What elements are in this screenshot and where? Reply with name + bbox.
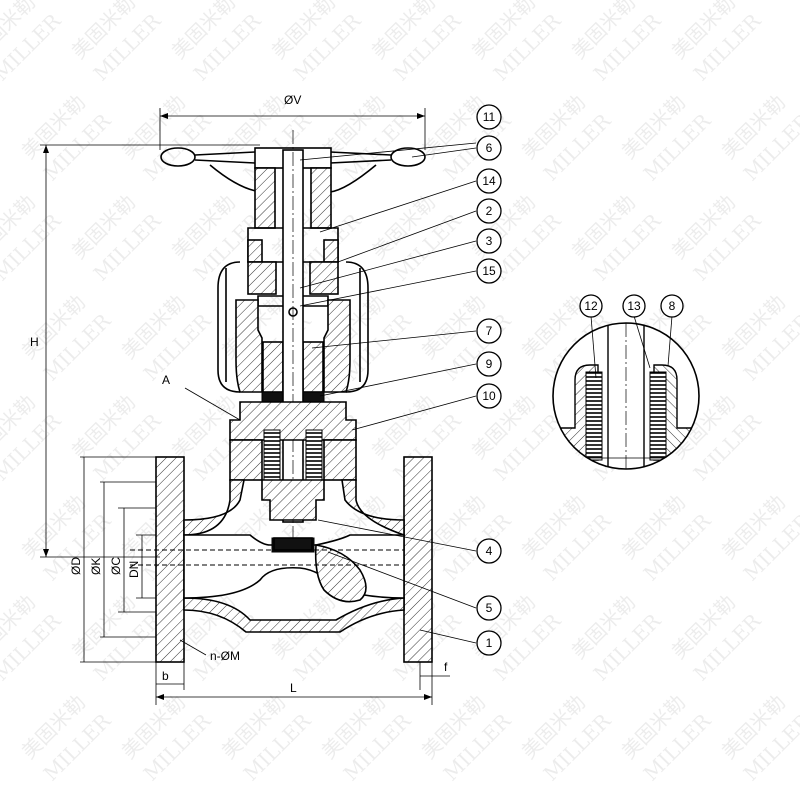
part-bubble: 4	[476, 538, 502, 564]
part-number: 7	[486, 324, 493, 338]
part-bubble: 9	[476, 351, 502, 377]
part-bubble: 1	[476, 630, 502, 656]
detail-part-number: 12	[584, 299, 598, 313]
detail-part-number: 13	[627, 299, 641, 313]
part-number: 9	[486, 357, 493, 371]
dim-face-to-face: L	[290, 681, 297, 695]
detail-part-bubble: 12	[579, 294, 603, 318]
part-bubble: 7	[476, 318, 502, 344]
part-bubble: 11	[476, 104, 502, 130]
part-number: 14	[482, 174, 496, 188]
part-number: 15	[482, 264, 496, 278]
dim-height: H	[30, 335, 39, 349]
part-number: 11	[483, 110, 496, 124]
part-number: 5	[486, 601, 493, 615]
part-bubble: 6	[476, 135, 502, 161]
detail-bubbles: 12 13 8	[579, 294, 684, 318]
bonnet	[229, 401, 357, 521]
dim-flange-od: ØD	[69, 557, 83, 575]
part-number: 1	[486, 636, 493, 650]
dimension-labels: ØV H ØD ØK ØC DN n-ØM b L f A	[30, 93, 448, 695]
part-bubble: 5	[476, 595, 502, 621]
part-number: 3	[486, 234, 493, 248]
detail-part-bubble: 8	[660, 294, 684, 318]
dim-handwheel-dia: ØV	[284, 93, 301, 107]
dimension-lines	[40, 108, 450, 705]
part-bubble: 14	[476, 168, 502, 194]
dim-bolt-circle: ØK	[89, 558, 103, 575]
part-bubble: 3	[476, 228, 502, 254]
detail-part-bubble: 13	[622, 294, 646, 318]
part-number: 4	[486, 544, 493, 558]
part-bubble: 15	[476, 258, 502, 284]
part-number: 6	[486, 141, 493, 155]
part-leaders	[299, 142, 477, 644]
yoke	[217, 167, 369, 403]
dim-raised-face: ØC	[109, 557, 123, 575]
valve-body	[130, 456, 433, 663]
part-bubble: 10	[476, 383, 502, 409]
part-number: 2	[486, 204, 493, 218]
part-bubble: 2	[476, 198, 502, 224]
dim-raised-face-height: f	[444, 660, 448, 674]
dim-flange-thickness: b	[162, 669, 169, 683]
detail-ref-a: A	[162, 373, 170, 387]
dim-bolt-holes: n-ØM	[210, 649, 240, 663]
detail-a	[552, 315, 700, 470]
detail-part-number: 8	[669, 299, 676, 313]
dim-nominal-dia: DN	[127, 561, 141, 578]
part-number: 10	[482, 389, 496, 403]
